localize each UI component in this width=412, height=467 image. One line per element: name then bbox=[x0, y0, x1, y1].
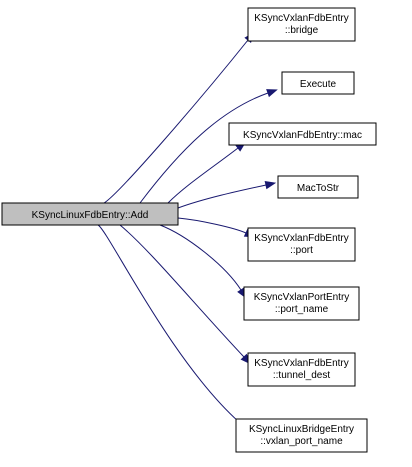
callee-node-label: ::tunnel_dest bbox=[273, 370, 330, 381]
callee-node-label: KSyncVxlanFdbEntry bbox=[254, 13, 349, 24]
callee-node[interactable]: Execute bbox=[281, 71, 355, 95]
callee-node-label: MacToStr bbox=[297, 183, 340, 194]
call-edge bbox=[159, 224, 242, 291]
callee-node-label: KSyncLinuxBridgeEntry bbox=[249, 424, 354, 435]
callee-node-label: ::port_name bbox=[275, 304, 329, 315]
callee-node-label: Execute bbox=[300, 79, 337, 90]
callee-node-box bbox=[281, 71, 355, 95]
arrowhead bbox=[266, 89, 278, 98]
root-node[interactable]: KSyncLinuxFdbEntry::Add bbox=[1, 202, 179, 226]
callee-nodes: KSyncVxlanFdbEntry::bridgeExecuteKSyncVx… bbox=[228, 7, 377, 453]
root-node-label: KSyncLinuxFdbEntry::Add bbox=[32, 210, 149, 221]
callee-node-label: ::bridge bbox=[285, 25, 319, 36]
callee-node-box bbox=[247, 7, 356, 42]
callee-node[interactable]: KSyncLinuxBridgeEntry::vxlan_port_name bbox=[235, 418, 368, 453]
callee-node-box bbox=[277, 175, 359, 199]
callee-node-box bbox=[235, 418, 368, 453]
callee-node-label: ::vxlan_port_name bbox=[260, 436, 343, 447]
callee-node[interactable]: KSyncVxlanFdbEntry::bridge bbox=[247, 7, 356, 42]
callee-node[interactable]: KSyncVxlanFdbEntry::tunnel_dest bbox=[247, 352, 356, 387]
callee-node[interactable]: KSyncVxlanPortEntry::port_name bbox=[243, 286, 360, 321]
arrowhead bbox=[264, 180, 277, 190]
callee-node-label: KSyncVxlanFdbEntry::mac bbox=[243, 130, 362, 141]
callee-node-box bbox=[247, 352, 356, 387]
callee-node-label: KSyncVxlanFdbEntry bbox=[254, 358, 349, 369]
callee-node-box bbox=[228, 122, 377, 146]
callee-node[interactable]: KSyncVxlanFdbEntry::port bbox=[247, 227, 356, 262]
callee-node-label: KSyncVxlanFdbEntry bbox=[254, 233, 349, 244]
call-edge bbox=[103, 39, 249, 204]
call-edge bbox=[177, 184, 267, 209]
call-edge bbox=[97, 224, 240, 423]
root-node-box bbox=[1, 202, 179, 226]
call-edge bbox=[167, 147, 239, 204]
callee-node[interactable]: KSyncVxlanFdbEntry::mac bbox=[228, 122, 377, 146]
callee-node-box bbox=[247, 227, 356, 262]
call-edge bbox=[177, 217, 247, 234]
call-edge bbox=[119, 224, 245, 358]
call-edge bbox=[139, 92, 269, 204]
callee-node-label: KSyncVxlanPortEntry bbox=[254, 292, 350, 303]
callee-node[interactable]: MacToStr bbox=[277, 175, 359, 199]
callee-node-box bbox=[243, 286, 360, 321]
callee-node-label: ::port bbox=[290, 245, 313, 256]
